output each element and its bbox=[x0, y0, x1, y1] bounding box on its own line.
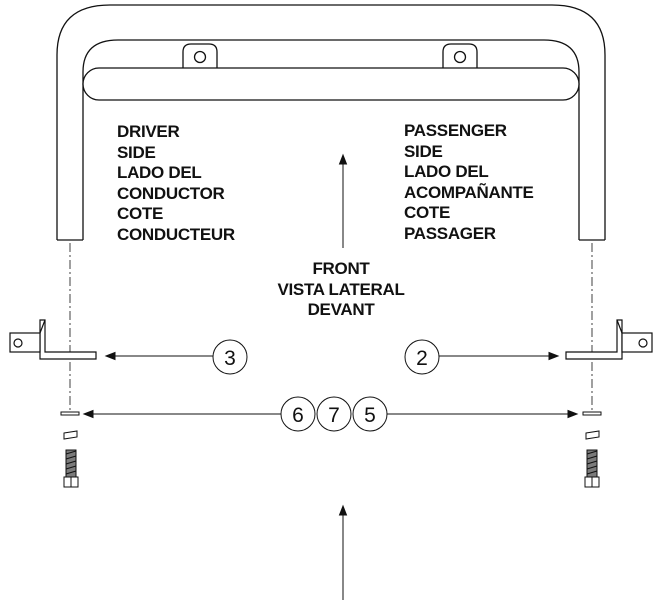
arrowhead-front-lower bbox=[338, 504, 348, 516]
passenger-label-line: LADO DEL bbox=[404, 162, 489, 181]
callout-6-circle bbox=[280, 396, 316, 432]
arrowhead-front-upper bbox=[338, 153, 348, 165]
callout-3-number: 3 bbox=[224, 347, 236, 370]
hardware-stack-right bbox=[582, 411, 602, 488]
arrowhead-callout-3 bbox=[104, 351, 116, 361]
mounting-hole-right bbox=[453, 50, 467, 64]
callout-2-number: 2 bbox=[416, 347, 428, 370]
guard-tube-inner bbox=[82, 39, 580, 240]
driver-label-line: CONDUCTOR bbox=[117, 183, 225, 203]
passenger-label-line: PASSENGER bbox=[404, 121, 507, 140]
passenger-label-line: PASSAGER bbox=[404, 223, 496, 243]
passenger-label-line: SIDE bbox=[404, 141, 443, 161]
guard-crossbar bbox=[82, 67, 580, 101]
callout-6-number: 6 bbox=[292, 404, 304, 427]
mounting-tab-left bbox=[182, 43, 218, 68]
passenger-side-label: PASSENGER SIDE LADO DEL ACOMPAÑANTE COTE… bbox=[404, 121, 534, 244]
front-label-line: FRONT bbox=[312, 259, 370, 278]
front-label-line: DEVANT bbox=[307, 300, 375, 319]
driver-label-line: LADO DEL bbox=[117, 163, 202, 182]
arrowhead-hardware-left bbox=[82, 409, 94, 419]
passenger-label-line: COTE bbox=[404, 203, 451, 222]
callout-7-number: 7 bbox=[328, 404, 340, 427]
callout-2-circle bbox=[404, 339, 440, 375]
front-label-line: VISTA LATERAL bbox=[277, 279, 405, 299]
bracket-left bbox=[9, 319, 97, 360]
driver-side-label: DRIVER SIDE LADO DEL CONDUCTOR COTE COND… bbox=[117, 122, 235, 245]
front-view-label: FRONT VISTA LATERAL DEVANT bbox=[246, 259, 436, 321]
callout-7-circle bbox=[316, 396, 352, 432]
mounting-tab-right bbox=[442, 43, 478, 68]
passenger-label-line: ACOMPAÑANTE bbox=[404, 182, 534, 202]
driver-label-line: CONDUCTEUR bbox=[117, 224, 235, 244]
arrowhead-callout-2 bbox=[548, 351, 560, 361]
driver-label-line: SIDE bbox=[117, 142, 156, 162]
callout-5-number: 5 bbox=[364, 404, 376, 427]
driver-label-line: DRIVER bbox=[117, 122, 180, 141]
callout-5-circle bbox=[352, 396, 388, 432]
hardware-stack-left bbox=[60, 411, 80, 488]
guard-tube-outer bbox=[56, 4, 606, 240]
callout-3-circle bbox=[212, 339, 248, 375]
bracket-right bbox=[565, 319, 653, 360]
driver-label-line: COTE bbox=[117, 204, 164, 223]
arrowhead-hardware-right bbox=[567, 409, 579, 419]
mounting-hole-left bbox=[193, 50, 207, 64]
